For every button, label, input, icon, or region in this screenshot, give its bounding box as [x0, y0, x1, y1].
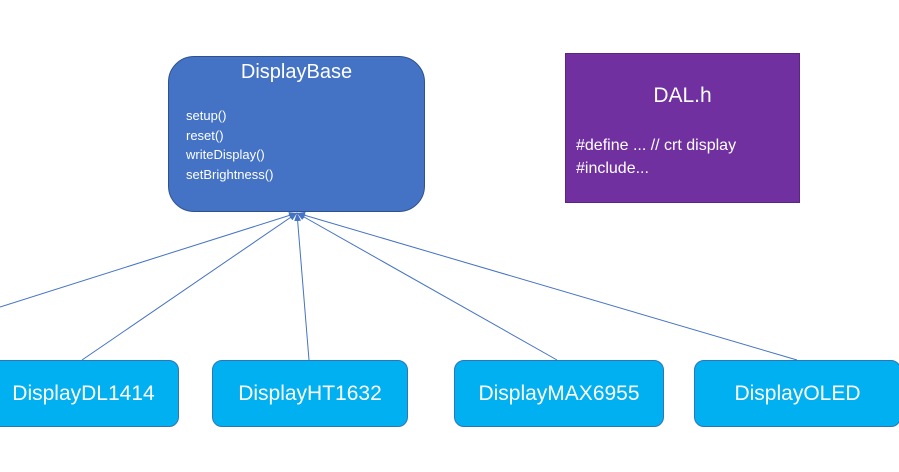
display-max6955-class: DisplayMAX6955 — [454, 360, 664, 427]
display-ht1632-label: DisplayHT1632 — [238, 381, 382, 405]
display-base-title: DisplayBase — [240, 61, 353, 83]
display-oled-label: DisplayOLED — [734, 381, 861, 405]
edge-offscreen-child-to-base — [0, 212, 298, 308]
edge-oled-to-base — [296, 211, 798, 361]
display-dl1414-class: DisplayDL1414 — [0, 360, 179, 427]
edge-ht1632-to-base — [294, 212, 310, 361]
edge-max6955-to-base — [296, 212, 558, 361]
display-dl1414-label: DisplayDL1414 — [12, 381, 155, 405]
display-base-methods: setup() reset() writeDisplay() setBright… — [186, 106, 273, 184]
method-reset: reset() — [186, 127, 224, 143]
dal-header-title: DAL.h — [653, 84, 712, 107]
dal-header-box: DAL.h #define ... // crt display #includ… — [565, 53, 800, 203]
method-write-display: writeDisplay() — [186, 147, 265, 162]
dal-header-lines: #define ... // crt display #include... — [576, 134, 736, 180]
display-max6955-label: DisplayMAX6955 — [478, 381, 640, 405]
method-setup: setup() — [186, 108, 227, 123]
display-base-class: DisplayBase setup() reset() writeDisplay… — [168, 56, 425, 212]
dal-define-line: #define ... // crt display — [576, 137, 737, 154]
display-oled-class: DisplayOLED — [694, 360, 899, 427]
dal-include-line: #include... — [576, 160, 649, 177]
edge-dl1414-to-base — [81, 212, 298, 361]
method-set-brightness: setBrightness() — [186, 166, 274, 182]
display-ht1632-class: DisplayHT1632 — [212, 360, 408, 427]
